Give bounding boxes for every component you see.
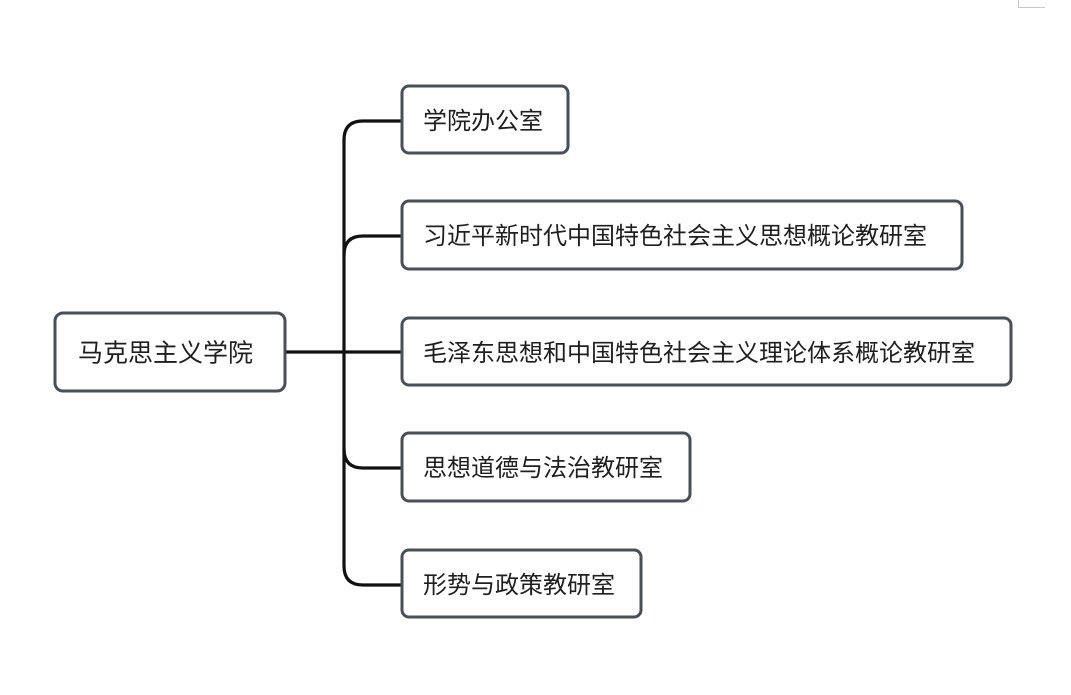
branch-connector-0 (342, 119, 404, 142)
corner-mark (1018, 0, 1045, 8)
connectors (283, 119, 404, 587)
child-node-label-3: 思想道德与法治教研室 (423, 454, 663, 482)
child-node-2: 毛泽东思想和中国特色社会主义理论体系概论教研室 (400, 316, 1013, 387)
child-node-label-1: 习近平新时代中国特色社会主义思想概论教研室 (423, 222, 927, 250)
child-node-box-4 (400, 548, 643, 619)
child-node-4: 形势与政策教研室 (400, 548, 643, 619)
child-node-label-0: 学院办公室 (423, 107, 543, 135)
child-node-label-4: 形势与政策教研室 (423, 571, 615, 599)
child-node-box-1 (400, 199, 964, 271)
child-node-box-3 (400, 431, 692, 503)
child-node-box-2 (400, 316, 1013, 387)
root-node: 马克思主义学院 (53, 311, 287, 393)
child-node-1: 习近平新时代中国特色社会主义思想概论教研室 (400, 199, 964, 271)
child-node-0: 学院办公室 (400, 84, 570, 155)
child-node-3: 思想道德与法治教研室 (400, 431, 692, 503)
root-node-label: 马克思主义学院 (78, 339, 253, 368)
child-node-label-2: 毛泽东思想和中国特色社会主义理论体系概论教研室 (423, 339, 975, 367)
child-node-box-0 (400, 84, 570, 155)
root-node-box (53, 311, 287, 393)
branch-connector-4 (342, 564, 404, 587)
branch-connector-3 (342, 447, 404, 470)
branch-connector-1 (342, 234, 404, 257)
